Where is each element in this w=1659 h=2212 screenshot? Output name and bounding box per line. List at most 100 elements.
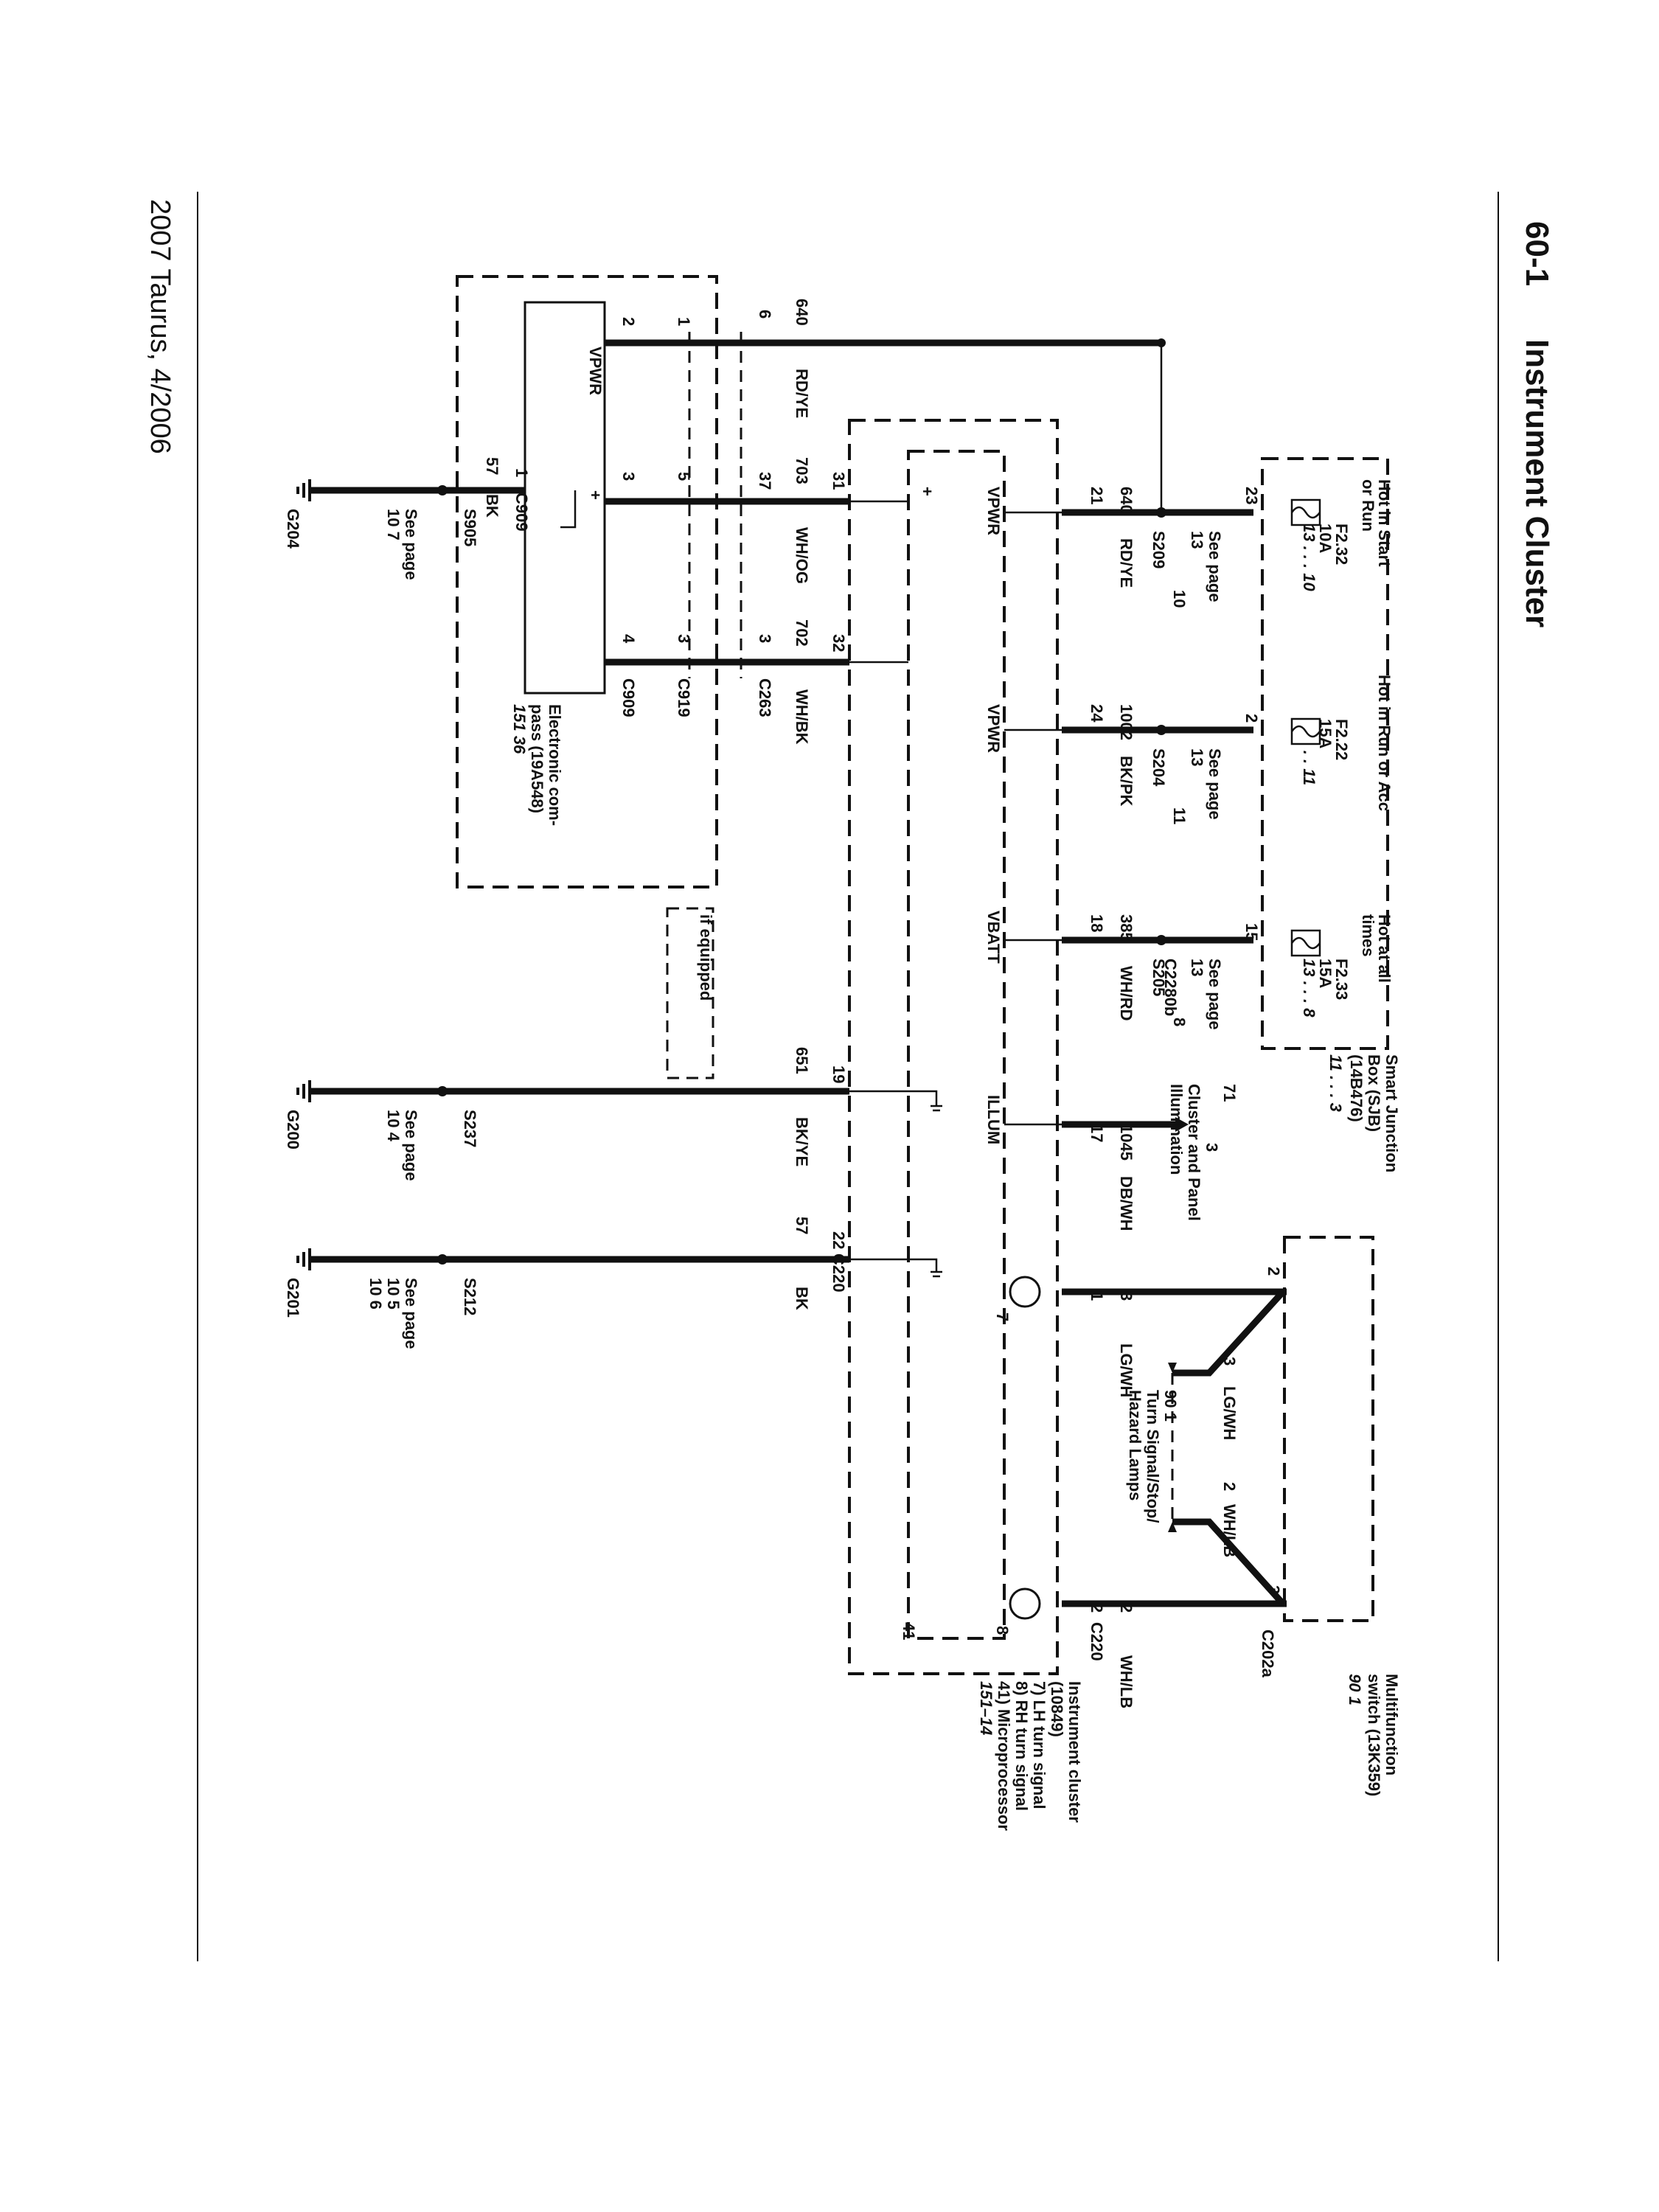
if-equipped-box [666,907,714,1079]
inner-vbatt: VBATT [984,911,1003,964]
cw702-circuit: 702 [793,619,811,647]
splice-s205-dot [1156,935,1166,945]
fuse3-amp: 15A [1316,959,1335,988]
compass-internal-ground [560,490,577,529]
cw702-pin-c909: 4 [619,634,638,644]
g200-see: See page [402,1110,420,1181]
sjb-name: Smart Junction [1382,1054,1401,1172]
inner-vpwr-1: VPWR [984,487,1003,535]
page-title: Instrument Cluster [1519,339,1555,627]
ts-line1: Turn Signal/Stop/ [1144,1390,1162,1523]
ts-ref: 90 1 [1161,1390,1180,1422]
g200-label: G200 [284,1110,302,1150]
illum-arrow-icon [1175,1117,1189,1132]
sjb-pin-2: 2 [1242,714,1261,723]
splice-s237-dot [437,1086,448,1096]
cw640-circuit: 640 [793,299,811,326]
illum-num2: 3 [1203,1143,1221,1152]
wire-ts-right [1172,1518,1286,1607]
cw702-color: WH/BK [793,689,811,745]
g204-color: BK [483,494,501,518]
cluster-ref: 151–14 [977,1681,995,1735]
connector-c919: C919 [675,678,693,717]
c220-pin-21: 21 [1088,487,1106,504]
s204-page: 13 [1188,748,1206,766]
g200-splice: S237 [461,1110,479,1147]
w385-color: WH/RD [1117,966,1135,1021]
fuse2-name: F2.22 [1332,719,1351,760]
instrument-cluster-box [848,419,1059,1675]
w640-circuit: 640 [1117,487,1135,514]
page-number: 60-1 [1519,221,1555,286]
cluster-line1: Instrument cluster [1065,1681,1084,1823]
cluster-item8: 8) RH turn signal [1012,1681,1031,1811]
mf-ref: 90 1 [1346,1674,1364,1705]
g201-conn: C220 [830,1253,848,1293]
g204-ref: 10 7 [384,509,403,540]
fuse3-name: F2.33 [1332,959,1351,1000]
s205-num: 8 [1170,1018,1189,1026]
cluster-line2: (10849) [1048,1681,1066,1737]
if-equipped-label: if equipped [697,914,715,1001]
g204-ground-icon [296,479,311,501]
cw703-pin-c220: 31 [830,472,848,490]
w1002-circuit: 1002 [1117,704,1135,740]
g200-circuit: 651 [793,1047,811,1074]
g201-circuit: 57 [793,1217,811,1234]
connector-c263: C263 [756,678,774,717]
sjb-box [1261,457,1389,1050]
lh-turn-lamp-icon [1009,1276,1041,1308]
wire-ts-left [1172,1289,1286,1377]
inner-vpwr-2: VPWR [984,704,1003,753]
connector-c909-top: C909 [512,493,531,532]
ts-line2: Hazard Lamps [1126,1390,1144,1500]
compass-optional-box [456,275,718,888]
s205-see: See page [1206,959,1224,1030]
s209-id: S209 [1150,531,1168,568]
g204-label: G204 [284,509,302,549]
s205-page: 13 [1188,959,1206,976]
g201-color: BK [793,1287,811,1310]
compass-vpwr: VPWR [586,347,605,395]
ts-left-color: LG/WH [1220,1386,1239,1440]
g204-splice: S905 [461,509,479,546]
ts-arrow-left-icon [1168,1363,1177,1373]
fuse3-hot2: times [1359,914,1377,956]
cw703-circuit: 703 [793,457,811,484]
g200-color: BK/YE [793,1117,811,1166]
g204-circuit: 57 [483,457,501,475]
ts-arrow-right-icon [1168,1522,1177,1532]
micro-41: 41 [900,1622,918,1640]
fuse3-hot: Hot at all [1375,914,1394,983]
s205-id: S205 [1150,959,1168,996]
cw702-pin-c263: 3 [756,634,774,643]
c220-pin-24: 24 [1088,704,1106,723]
illum-line2: Illumination [1167,1084,1186,1175]
fuse3-ref: 13 . . . 8 [1300,959,1318,1018]
lamp-7: 7 [993,1312,1012,1321]
cw640-pin-c919: 1 [675,317,693,326]
s204-see: See page [1206,748,1224,820]
mf-connector: C202a [1259,1630,1277,1678]
g201-see: See page [402,1278,420,1349]
fuse1-name: F2.32 [1332,524,1351,565]
g200-ref: 10 4 [384,1110,403,1142]
connector-c909-bottom: C909 [619,678,638,717]
ts-left-pin: 3 [1220,1357,1239,1366]
cw702-pin-c220: 32 [830,634,848,652]
illum-num: 71 [1220,1084,1239,1102]
wwh-color: WH/LB [1117,1655,1135,1708]
g201-label: G201 [284,1278,302,1318]
splice-s204-dot [1156,725,1166,735]
compass-line2: pass (19A548) [528,704,546,813]
g201-ref: 10 5 [384,1278,403,1310]
sjb-connector: C2280b [1161,959,1180,1016]
fuse1-icon [1290,498,1321,526]
compass-line1: Electronic com- [546,704,564,826]
wire-640-end-dot [1157,338,1166,347]
w1002-color: BK/PK [1117,756,1135,807]
compass-pin-1: 1 [512,468,531,477]
fuse2-hot: Hot in Run or Acc [1375,675,1394,811]
fuse1-hot: Hot in Start [1375,479,1394,567]
mf-pin-2: 2 [1265,1267,1283,1276]
